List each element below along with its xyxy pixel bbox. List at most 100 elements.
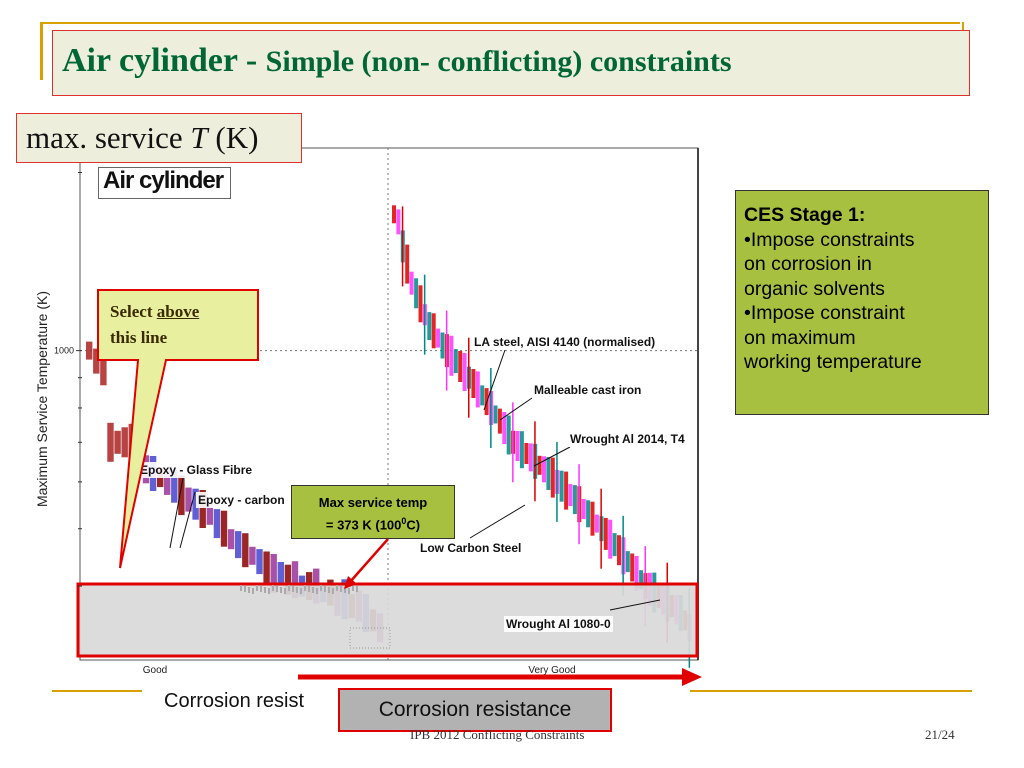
selected-point — [260, 586, 262, 592]
selected-point — [336, 585, 338, 591]
data-point — [524, 443, 529, 464]
annotation-bg — [418, 540, 524, 556]
data-point — [213, 509, 221, 539]
data-point — [100, 353, 107, 386]
data-point — [93, 348, 100, 374]
x-category-label: Very Good — [528, 665, 575, 676]
data-point — [559, 470, 564, 502]
selected-point — [328, 587, 330, 593]
data-point — [220, 510, 228, 547]
select-callout-shape — [97, 289, 259, 569]
corrosion-under-label: Corrosion resist — [164, 690, 305, 712]
selected-point — [252, 588, 254, 594]
annotation-label: Malleable cast iron — [534, 383, 641, 397]
data-point — [590, 501, 595, 536]
selected-point — [244, 586, 246, 592]
selected-point — [332, 588, 334, 594]
data-point — [199, 490, 206, 528]
data-point — [493, 405, 498, 424]
annotation-label: Low Carbon Steel — [420, 541, 521, 555]
data-point — [121, 427, 128, 458]
ces-stage-box: CES Stage 1: •Impose constraints on corr… — [735, 190, 989, 415]
ces-line: •Impose constraints — [744, 228, 915, 251]
top-decor-line — [40, 22, 960, 24]
data-point — [634, 556, 639, 591]
annotation-label: Epoxy - carbon — [198, 493, 285, 507]
selected-point — [268, 588, 270, 594]
ces-line: working temperature — [744, 351, 922, 373]
data-point — [625, 551, 630, 573]
data-point — [440, 332, 445, 359]
data-point — [502, 412, 507, 444]
data-point-spike — [512, 402, 514, 483]
selected-point — [280, 587, 282, 593]
selected-point — [312, 587, 314, 593]
data-point-spike — [423, 274, 426, 355]
ces-line: •Impose constraint — [744, 302, 905, 324]
slide-subtitle: Simple (non- conflicting) constraints — [265, 45, 732, 78]
selected-point — [296, 587, 298, 593]
data-point — [418, 285, 423, 323]
data-point — [471, 369, 476, 398]
ces-line: on maximum — [744, 326, 856, 349]
data-point — [171, 469, 178, 503]
data-point — [453, 349, 458, 374]
slide-title: Air cylinder - Simple (non- conflicting)… — [62, 42, 732, 79]
data-point — [270, 554, 277, 593]
annotation-bg — [504, 616, 614, 632]
data-point — [630, 553, 635, 582]
data-point — [537, 455, 542, 475]
annotation-leader — [499, 397, 533, 421]
data-point — [427, 312, 432, 341]
annotation-leader — [169, 477, 184, 549]
data-point — [546, 457, 551, 490]
data-point — [581, 499, 586, 519]
data-point — [242, 533, 249, 568]
annotation-leader — [533, 446, 571, 467]
chart-title: Air cylinder — [103, 167, 224, 194]
data-point-spike — [556, 441, 558, 522]
data-point — [617, 535, 621, 566]
data-point — [475, 371, 480, 408]
data-point — [639, 570, 644, 590]
annotation-bg — [138, 462, 255, 478]
data-point — [185, 487, 192, 512]
data-point — [396, 209, 401, 235]
data-point — [284, 564, 292, 595]
data-point — [291, 561, 299, 599]
x-category-label: Good — [143, 665, 167, 676]
annotation-label: Wrought Al 2014, T4 — [570, 432, 685, 446]
annotation-bg — [472, 334, 658, 350]
selected-point — [300, 588, 302, 594]
data-point — [277, 562, 284, 585]
title-box — [52, 30, 970, 96]
selected-point — [288, 585, 290, 591]
data-point — [564, 471, 569, 510]
max-service-label: max. service T (K) — [16, 113, 302, 163]
data-point — [235, 531, 242, 559]
corrosion-resistance-box: Corrosion resistance — [338, 688, 612, 732]
data-point — [594, 514, 599, 533]
data-point — [114, 430, 121, 454]
max-temp-box: Max service temp = 373 K (1000C) — [291, 485, 455, 539]
data-point — [405, 244, 410, 284]
annotation-label: LA steel, AISI 4140 (normalised) — [474, 335, 655, 349]
y-tick-label: 1000 — [54, 346, 74, 356]
data-point — [164, 468, 171, 495]
annotation-label: Epoxy - Glass Fibre — [140, 463, 252, 477]
data-point — [586, 500, 591, 528]
data-point — [206, 502, 213, 525]
data-point-spike — [401, 206, 404, 287]
data-point-spike — [445, 310, 448, 391]
data-point — [392, 205, 396, 224]
data-point — [515, 431, 520, 461]
selected-point — [292, 586, 294, 592]
ces-title: CES Stage 1: — [744, 204, 866, 226]
data-point — [249, 546, 256, 565]
data-point — [86, 341, 93, 360]
annotation-bg — [568, 431, 688, 447]
data-point-spike — [468, 337, 470, 418]
data-point-spike — [622, 515, 624, 596]
left-decor-line — [40, 22, 43, 80]
